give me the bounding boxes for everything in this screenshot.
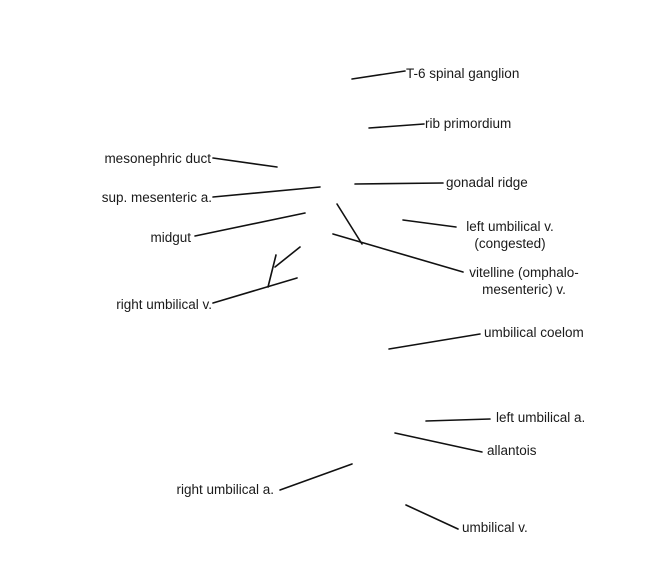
leader-right-umbilical-v-branch-a: [267, 254, 277, 288]
label-umbilical-v: umbilical v.: [462, 520, 528, 535]
label-left-umbilical-v-line2: (congested): [474, 236, 545, 251]
leader-right-umbilical-v-branch-b: [274, 246, 301, 268]
leader-umbilical-v: [405, 504, 459, 530]
label-allantois: allantois: [487, 443, 537, 458]
label-sup-mesenteric-a: sup. mesenteric a.: [102, 190, 212, 205]
label-left-umbilical-v-line1: left umbilical v.: [466, 219, 554, 234]
leader-midgut: [194, 212, 306, 237]
leader-vitelline-branch: [336, 203, 363, 245]
label-t6-spinal-ganglion: T-6 spinal ganglion: [406, 66, 519, 81]
leader-vitelline-v: [332, 233, 464, 273]
leader-allantois: [394, 432, 483, 453]
label-right-umbilical-v: right umbilical v.: [116, 297, 212, 312]
label-vitelline-line1: vitelline (omphalo-: [469, 265, 579, 280]
leader-gonadal-ridge: [354, 182, 444, 185]
label-mesonephric-duct: mesonephric duct: [104, 151, 211, 166]
label-left-umbilical-a: left umbilical a.: [496, 410, 585, 425]
label-right-umbilical-a: right umbilical a.: [176, 482, 274, 497]
leader-umbilical-coelom: [388, 333, 481, 350]
label-umbilical-coelom: umbilical coelom: [484, 325, 584, 340]
label-midgut: midgut: [150, 230, 191, 245]
leader-mesonephric-duct: [212, 157, 278, 168]
leader-sup-mesenteric-a: [212, 186, 321, 198]
leader-t6-spinal-ganglion: [351, 70, 406, 80]
leader-right-umbilical-v: [212, 277, 298, 304]
leader-left-umbilical-v: [402, 219, 457, 228]
leader-rib-primordium: [368, 123, 425, 129]
label-rib-primordium: rib primordium: [425, 116, 511, 131]
label-gonadal-ridge: gonadal ridge: [446, 175, 528, 190]
leader-lines: [194, 70, 491, 530]
leader-left-umbilical-a: [425, 418, 491, 422]
labels: T-6 spinal ganglion rib primordium meson…: [102, 66, 586, 535]
label-vitelline-line2: mesenteric) v.: [482, 282, 566, 297]
leader-right-umbilical-a: [279, 463, 353, 491]
